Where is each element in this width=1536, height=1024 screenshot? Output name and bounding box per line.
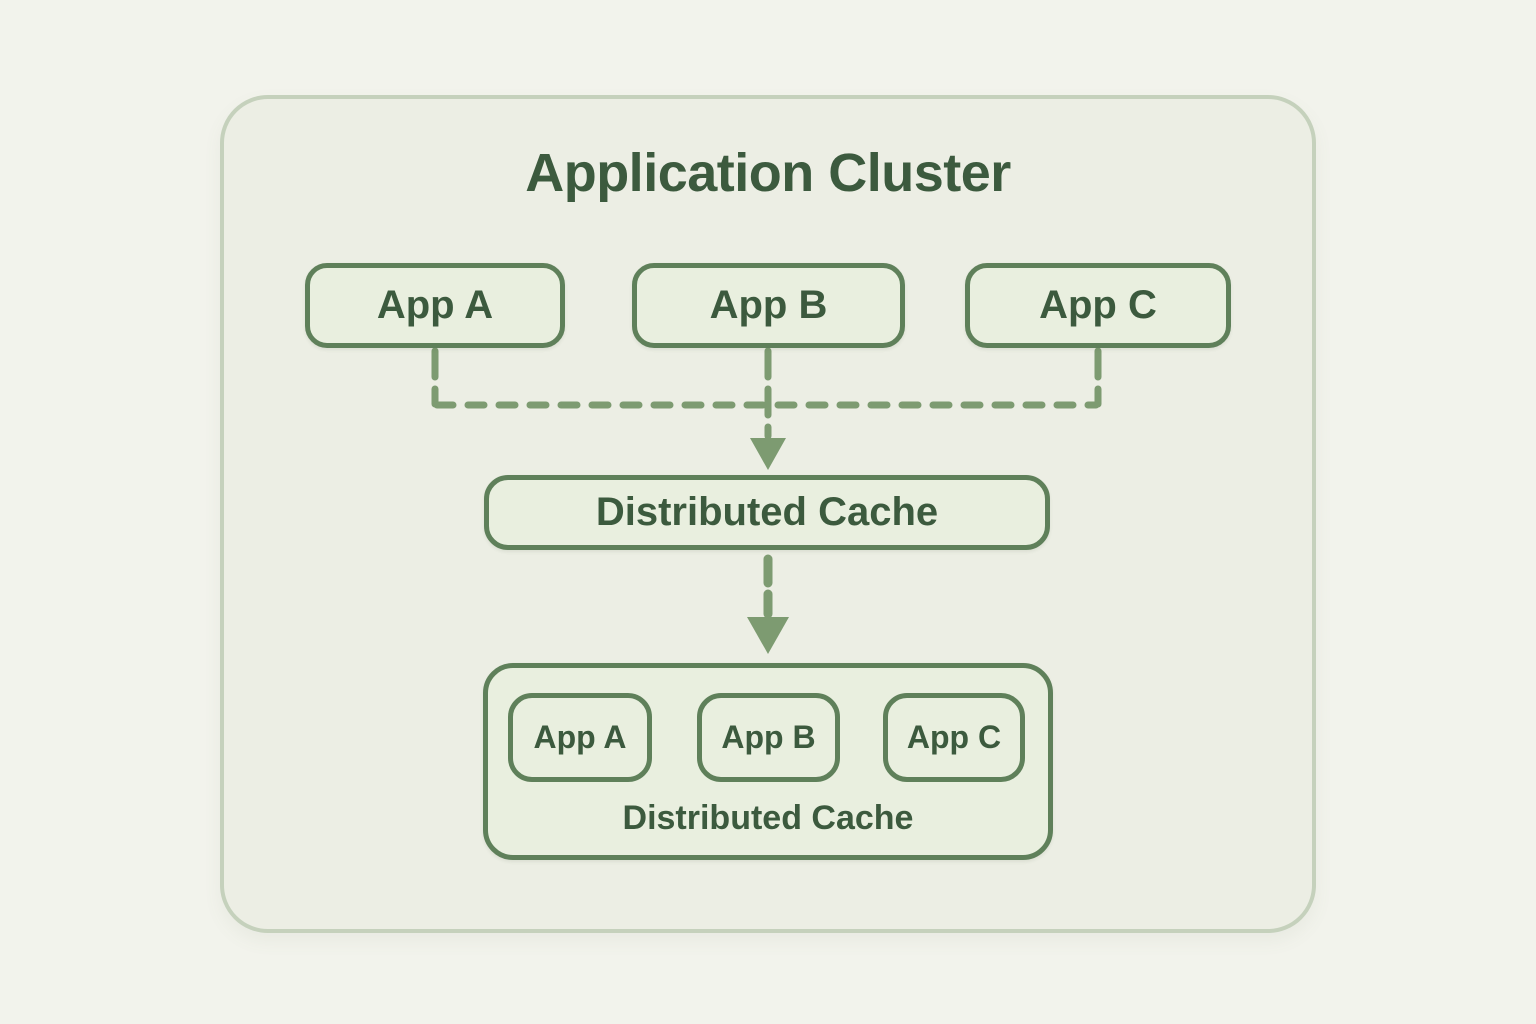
node-app-c-label: App C: [1039, 283, 1157, 327]
cluster-node-app-a: App A: [508, 693, 652, 782]
node-distributed-cache: Distributed Cache: [484, 475, 1050, 550]
node-app-c: App C: [965, 263, 1231, 348]
cluster-node-app-c: App C: [883, 693, 1025, 782]
cluster-node-app-a-label: App A: [533, 719, 627, 755]
cluster-node-app-b: App B: [697, 693, 840, 782]
cluster-node-app-b-label: App B: [721, 719, 816, 755]
cluster-node-app-c-label: App C: [906, 719, 1002, 755]
node-app-b: App B: [632, 263, 905, 348]
diagram-title: Application Cluster: [525, 143, 1011, 203]
cluster-caption: Distributed Cache: [622, 799, 914, 837]
node-app-a-label: App A: [376, 283, 494, 327]
node-app-a: App A: [305, 263, 565, 348]
node-distributed-cache-label: Distributed Cache: [595, 490, 939, 534]
node-app-b-label: App B: [709, 283, 828, 327]
